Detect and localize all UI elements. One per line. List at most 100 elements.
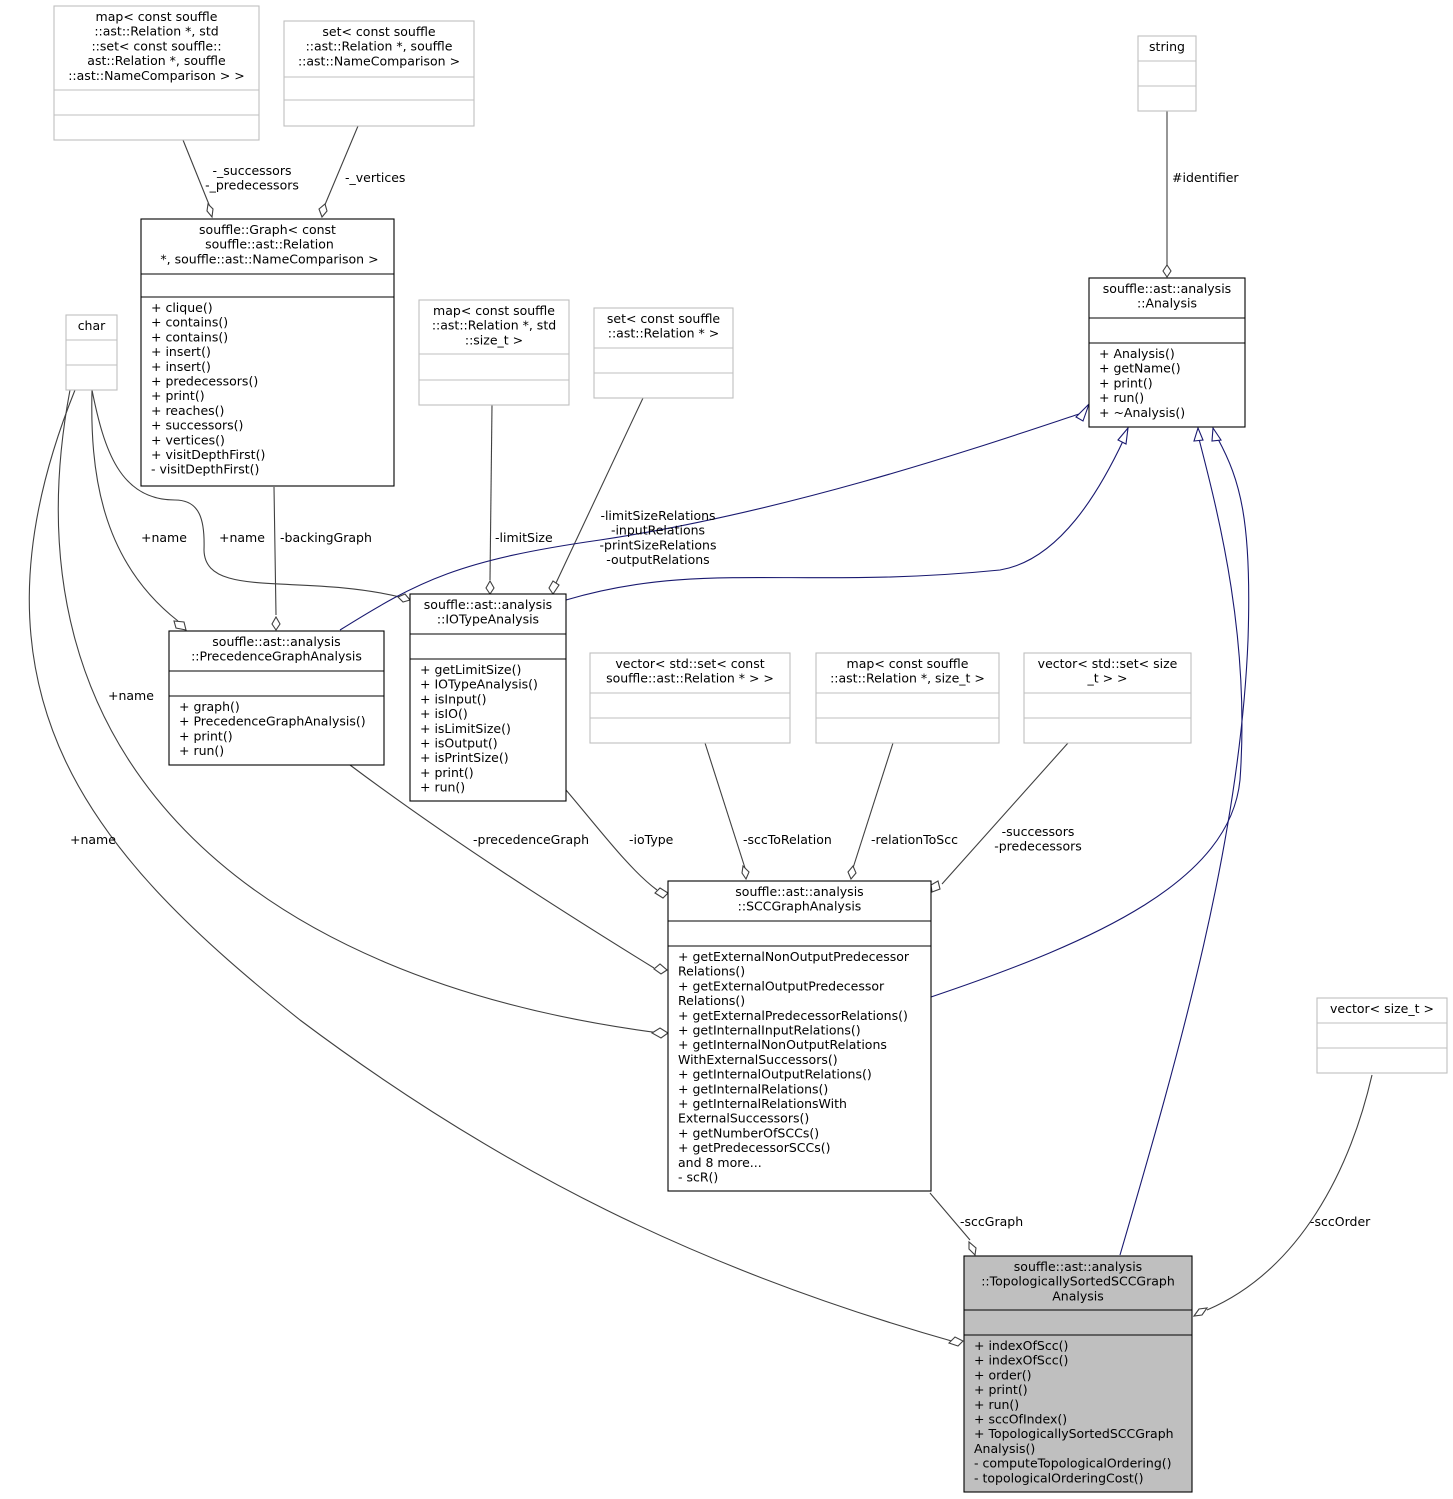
node-precedence-graph-analysis[interactable]: souffle::ast::analysis::PrecedenceGraphA…	[168, 630, 385, 766]
node-members: + Analysis()+ getName()+ print()+ run()+…	[1099, 346, 1185, 420]
member-line: + graph()	[179, 699, 240, 714]
title-line: ::size_t >	[465, 332, 523, 347]
member-line: + IOTypeAnalysis()	[420, 677, 538, 692]
title-line: souffle::Graph< const	[199, 222, 336, 237]
label-line: -sccOrder	[1310, 1214, 1371, 1229]
node-map-size[interactable]: map< const souffle::ast::Relation *, std…	[418, 299, 570, 406]
diamond-graph-vertices	[318, 203, 328, 219]
member-line: + getLimitSize()	[420, 662, 521, 677]
arrow-precedence-inherits	[1075, 403, 1090, 422]
label-relations: -limitSizeRelations-inputRelations-print…	[600, 508, 717, 567]
label-line: -_successors	[213, 163, 292, 178]
node-box	[815, 652, 1000, 744]
member-line: + insert()	[151, 344, 211, 359]
label-line: -outputRelations	[606, 552, 709, 567]
title-line: souffle::ast::analysis	[1103, 281, 1231, 296]
node-box	[1088, 277, 1246, 428]
title-line: ast::Relation *, souffle	[87, 53, 226, 68]
node-map-rel-size[interactable]: map< const souffle::ast::Relation *, siz…	[815, 652, 1000, 744]
label-char-name-1: +name	[141, 530, 187, 545]
node-topologically-sorted-scc-graph-analysis[interactable]: souffle::ast::analysis::TopologicallySor…	[963, 1255, 1193, 1493]
diamond-iotype-limit	[485, 579, 495, 595]
node-vector-set-size[interactable]: vector< std::set< size_t > >	[1023, 652, 1192, 744]
label-line: -printSizeRelations	[600, 537, 717, 552]
node-map-set[interactable]: map< const souffle::ast::Relation *, std…	[53, 5, 260, 141]
member-line: + indexOfScc()	[974, 1338, 1068, 1353]
member-line: + getNumberOfSCCs()	[678, 1125, 819, 1140]
member-line: + successors()	[151, 418, 243, 433]
arrow-scc-inherits	[1193, 426, 1204, 442]
node-box	[418, 299, 570, 406]
member-line: + visitDepthFirst()	[151, 447, 265, 462]
label-line: -backingGraph	[280, 530, 372, 545]
diamond-scc-relationToScc	[847, 864, 857, 881]
node-graph[interactable]: souffle::Graph< const souffle::ast::Rela…	[140, 218, 395, 487]
edge-precedence-to-scc	[349, 764, 655, 969]
edge-iotype-to-scc	[565, 789, 658, 891]
title-line: souffle::ast::Relation	[201, 237, 334, 252]
label-line: -sccToRelation	[743, 832, 832, 847]
title-line: *, souffle::ast::NameComparison >	[156, 251, 378, 266]
node-string[interactable]: string	[1137, 35, 1197, 112]
member-line: + run()	[420, 780, 465, 795]
member-line: + getInternalRelations()	[678, 1081, 828, 1096]
diamond-scc-sccToRelation	[741, 864, 750, 881]
member-line: - scR()	[678, 1170, 718, 1185]
edge-topo-inherits	[1119, 438, 1250, 1256]
node-title: vector< std::set< size_t > >	[1038, 656, 1178, 686]
edge-char-to-scc	[57, 389, 661, 1034]
member-line: + print()	[151, 388, 205, 403]
diamond-topo-sccgraph	[968, 1240, 977, 1257]
node-char[interactable]: char	[65, 314, 118, 391]
label-line: -sccGraph	[960, 1214, 1023, 1229]
node-title: souffle::Graph< const souffle::ast::Rela…	[156, 222, 378, 266]
diamond-scc-succ	[930, 880, 941, 893]
node-set-rel[interactable]: set< const souffle::ast::Relation * >	[593, 307, 734, 399]
label-io-type: -ioType	[629, 832, 674, 847]
member-line: + isLimitSize()	[420, 721, 511, 736]
title-line: char	[78, 318, 106, 333]
edge-scc-to-topo	[929, 1192, 971, 1241]
title-line: vector< std::set< size	[1038, 656, 1178, 671]
edge-map-set-to-graph	[182, 139, 211, 208]
title-line: map< const souffle	[433, 303, 555, 318]
edge-vecsetrel-to-scc	[704, 742, 746, 869]
label-scc-succ-pred: -successors-predecessors	[994, 824, 1082, 854]
title-line: ::ast::Relation *, souffle	[306, 39, 453, 54]
label-backing-graph: -backingGraph	[280, 530, 372, 545]
member-line: WithExternalSuccessors()	[678, 1052, 838, 1067]
node-box	[1137, 35, 1197, 112]
edge-scc-inherits	[930, 438, 1243, 998]
node-box	[283, 20, 475, 127]
member-line: + run()	[1099, 390, 1144, 405]
node-box	[593, 307, 734, 399]
label-scc-order: -sccOrder	[1310, 1214, 1371, 1229]
diamond-precedence-name	[173, 620, 187, 631]
node-box	[409, 593, 567, 802]
member-line: + isPrintSize()	[420, 750, 509, 765]
node-set-rel-namecomparison[interactable]: set< const souffle::ast::Relation *, sou…	[283, 20, 475, 127]
diamond-topo-sccorder	[1192, 1307, 1209, 1317]
member-line: + clique()	[151, 300, 213, 315]
node-vector-size[interactable]: vector< size_t >	[1316, 997, 1448, 1074]
node-title: souffle::ast::analysis::SCCGraphAnalysis	[735, 884, 863, 914]
edge-vecsetsize-to-scc	[941, 742, 1069, 885]
label-line: -_vertices	[345, 170, 405, 185]
member-line: Analysis()	[974, 1441, 1035, 1456]
diamond-topo-name	[947, 1336, 964, 1347]
node-analysis[interactable]: souffle::ast::analysis::Analysis+ Analys…	[1088, 277, 1246, 428]
edge-char-to-topo	[28, 389, 956, 1343]
edge-set-to-graph	[323, 125, 359, 208]
node-box	[1316, 997, 1448, 1074]
label-line: -limitSize	[495, 530, 553, 545]
node-iotype-analysis[interactable]: souffle::ast::analysis::IOTypeAnalysis+ …	[409, 593, 567, 802]
member-line: + print()	[179, 728, 233, 743]
label-precedence-graph: -precedenceGraph	[473, 832, 589, 847]
member-line: + print()	[1099, 375, 1153, 390]
node-scc-graph-analysis[interactable]: souffle::ast::analysis::SCCGraphAnalysis…	[667, 880, 932, 1192]
node-members: + graph()+ PrecedenceGraphAnalysis()+ pr…	[179, 699, 366, 758]
